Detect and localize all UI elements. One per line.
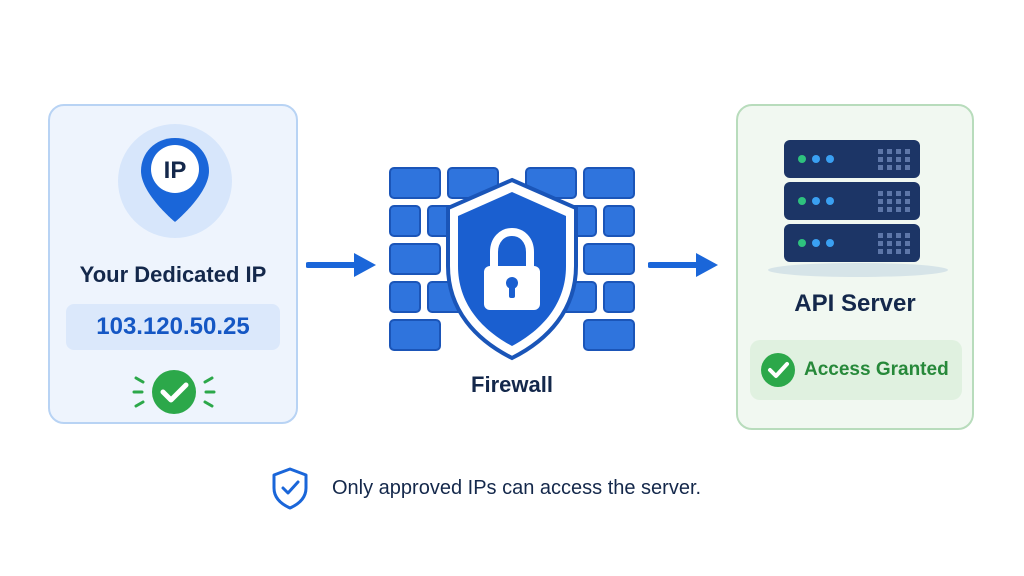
footer-text: Only approved IPs can access the server. xyxy=(332,477,702,499)
pin-label: IP xyxy=(164,157,187,184)
ip-card-title: Your Dedicated IP xyxy=(79,262,267,287)
server-card-title: API Server xyxy=(794,290,916,317)
server-rack-icon xyxy=(768,140,948,277)
shield-check-icon xyxy=(272,467,308,510)
ip-address-value: 103.120.50.25 xyxy=(66,304,280,350)
dedicated-ip-card: IP Your Dedicated IP 103.120.50.25 xyxy=(48,104,298,424)
access-status-text: Access Granted xyxy=(804,359,949,380)
check-circle-icon xyxy=(761,353,795,387)
location-pin-icon: IP xyxy=(118,124,232,238)
arrow-right-icon xyxy=(648,253,718,277)
shield-lock-icon xyxy=(446,177,578,361)
footer-note: Only approved IPs can access the server. xyxy=(270,466,790,510)
firewall-label: Firewall xyxy=(471,372,553,397)
arrow-right-icon xyxy=(306,253,376,277)
api-server-card: API Server Access Granted xyxy=(736,104,974,430)
check-circle-icon xyxy=(132,370,216,414)
firewall-wall-icon xyxy=(389,167,635,361)
access-status-badge: Access Granted xyxy=(750,340,962,400)
